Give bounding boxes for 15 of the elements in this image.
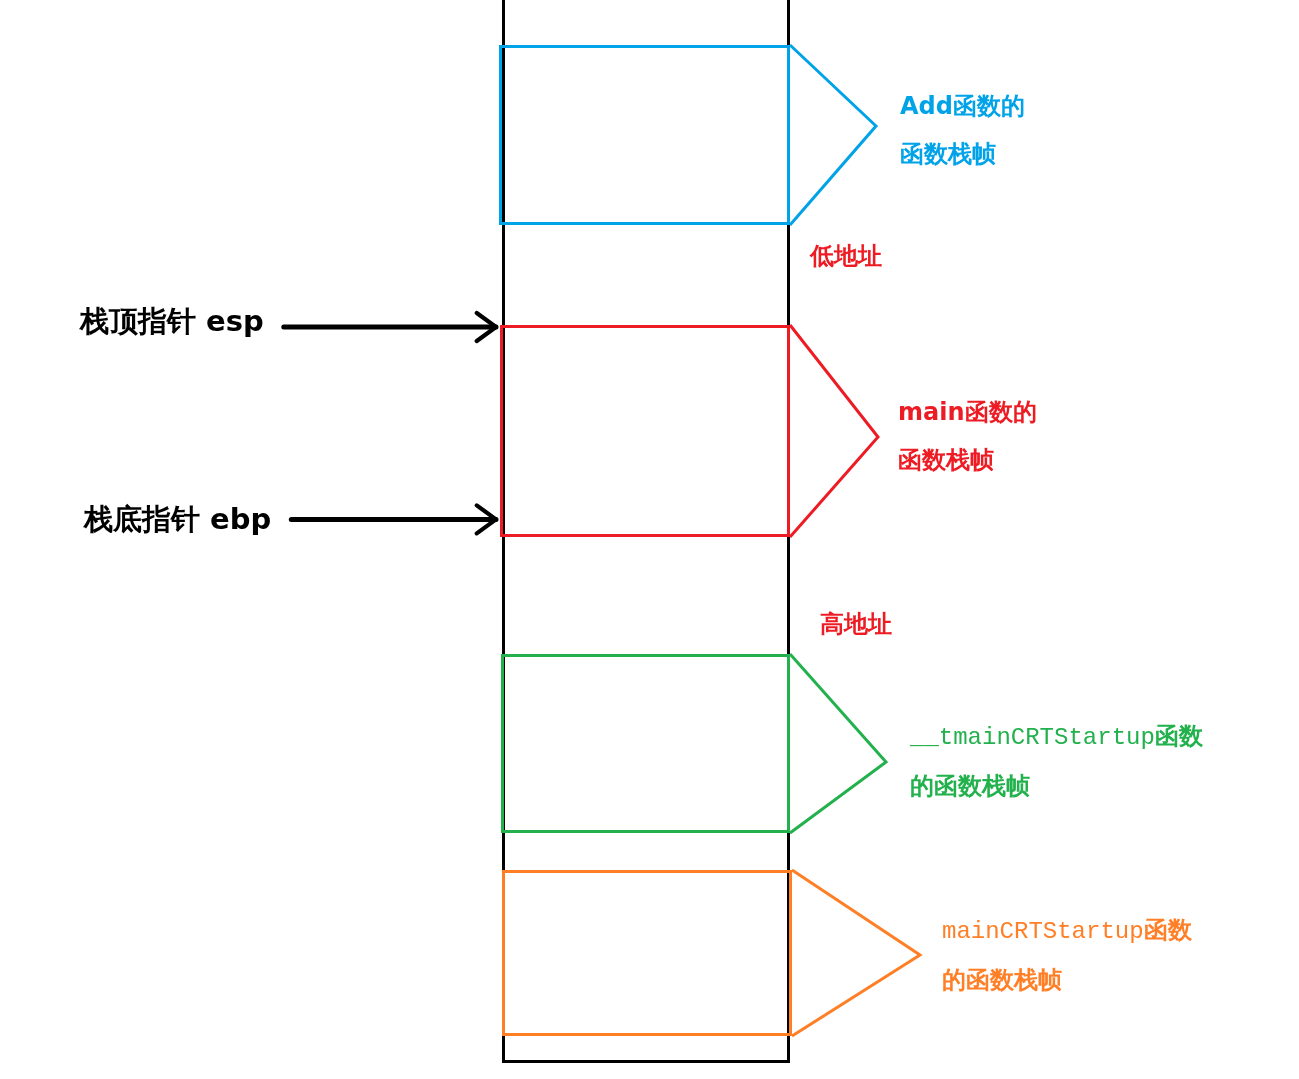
- stack-frame-box: [502, 870, 792, 1036]
- stack-frame-box: [501, 654, 790, 833]
- frame-caption: Add函数的函数栈帧: [900, 91, 1026, 170]
- address-label: 低地址: [810, 241, 882, 272]
- pointer-label: 栈顶指针 esp: [80, 304, 264, 339]
- stack-column: [502, 0, 790, 1063]
- pointer-label: 栈底指针 ebp: [84, 502, 272, 537]
- stack-frame-box: [500, 325, 790, 537]
- frame-caption: main函数的函数栈帧: [898, 397, 1038, 476]
- frame-caption: mainCRTStartup函数的函数栈帧: [942, 915, 1193, 996]
- arrow: [281, 310, 499, 344]
- address-label: 高地址: [820, 609, 892, 640]
- arrow: [288, 503, 499, 536]
- frame-caption: __tmainCRTStartup函数的函数栈帧: [910, 721, 1204, 802]
- stack-frame-box: [499, 45, 790, 225]
